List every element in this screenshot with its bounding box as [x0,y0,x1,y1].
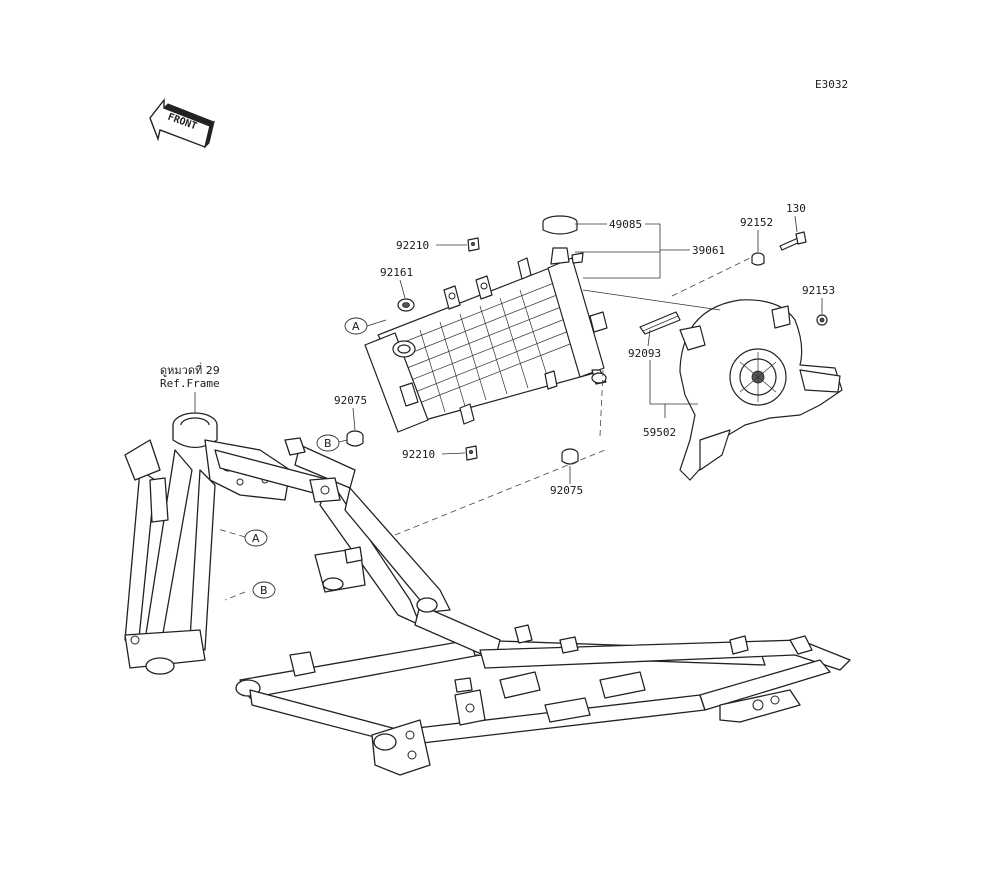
label-39061: 39061 [575,223,725,279]
label-59502: 59502 [643,360,698,439]
collar-92152 [751,252,765,266]
callout-b-label: B [324,437,332,450]
bolt-130 [779,231,807,251]
callout-a-frame: A [244,529,268,547]
reference-frame: Ref.Frame [160,377,220,390]
callout-a-frame-label: A [252,532,260,545]
alignment-lines [217,257,751,601]
part-92210-top: 92210 [396,239,429,252]
damper-92075-left [346,430,364,447]
label-92153: 92153 [802,284,835,314]
part-92161: 92161 [380,266,413,279]
label-130: 130 [786,202,806,233]
label-92152: 92152 [740,216,773,252]
radiator [364,215,608,433]
callout-a-radiator: A [344,317,387,335]
part-92075-left: 92075 [334,394,367,407]
callout-a-label: A [352,320,360,333]
part-92152: 92152 [740,216,773,229]
part-130: 130 [786,202,806,215]
part-59502: 59502 [643,426,676,439]
label-92161: 92161 [380,266,413,299]
part-49085: 49085 [609,218,642,231]
motorcycle-frame [124,412,851,776]
part-92075-bottom: 92075 [550,484,583,497]
grommet-92161 [397,298,415,312]
label-92210-top: 92210 [396,239,467,252]
callout-b-frame-label: B [260,584,268,597]
label-92210-bottom: 92210 [402,448,466,461]
label-92075-left: 92075 [334,394,367,431]
damper-92075-bottom [561,448,579,465]
front-arrow-icon: FRONT [149,97,215,149]
callout-b-radiator: B [316,434,348,452]
part-39061: 39061 [692,244,725,257]
reference-thai: ดูหมวดที่ 29 [160,362,220,377]
nut-92153 [816,314,828,326]
label-92093: 92093 [628,329,661,360]
label-49085: 49085 [575,218,642,231]
collar-92210-top [467,237,480,252]
part-92210-bottom: 92210 [402,448,435,461]
fan-shroud [639,299,843,481]
part-92093: 92093 [628,347,661,360]
callout-b-frame: B [252,581,276,599]
label-92075-bottom: 92075 [550,466,583,497]
diagram-code: E3032 [815,78,848,91]
part-92153: 92153 [802,284,835,297]
collar-92210-bottom [465,445,478,461]
